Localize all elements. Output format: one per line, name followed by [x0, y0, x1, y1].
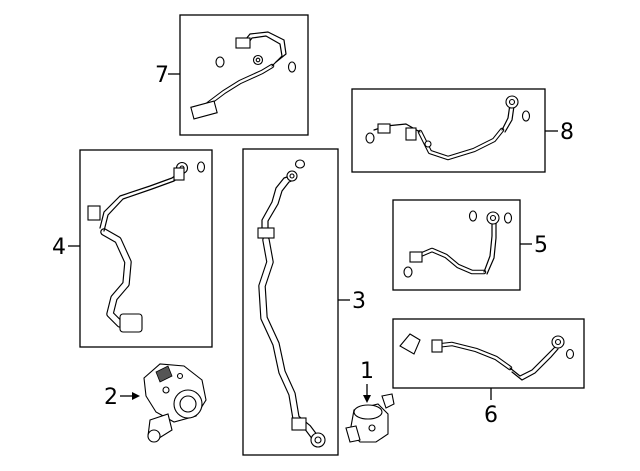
part-1-group: 1 — [345, 359, 395, 443]
part-4-group: 4 — [52, 149, 213, 348]
callout-8: 8 — [560, 120, 574, 145]
callout-2: 2 — [104, 385, 118, 410]
callout-1: 1 — [360, 359, 374, 384]
part-5-group: 5 — [392, 199, 548, 291]
part-1-pump-illustration — [345, 393, 395, 443]
part-2-arrowhead — [132, 392, 140, 400]
part-7-group: 7 — [155, 14, 309, 136]
callout-4: 4 — [52, 235, 66, 260]
part-4-box — [79, 149, 213, 348]
part-3-box — [242, 148, 339, 456]
callout-6: 6 — [484, 403, 498, 428]
part-6-hose-illustration — [399, 333, 575, 381]
part-2-group: 2 — [104, 363, 207, 443]
part-3-hose-illustration — [257, 159, 326, 448]
part-5-hose-illustration — [403, 210, 513, 278]
callout-3: 3 — [352, 289, 366, 314]
part-2-pump-illustration — [143, 363, 207, 443]
part-7-box — [179, 14, 309, 136]
part-1-arrowhead — [363, 395, 371, 403]
part-7-hose-illustration — [190, 31, 297, 120]
part-6-box — [392, 318, 585, 389]
part-8-hose-illustration — [365, 95, 531, 161]
part-4-hose-illustration — [87, 161, 206, 333]
part-3-group: 3 — [242, 148, 366, 456]
callout-5: 5 — [534, 233, 548, 258]
part-8-group: 8 — [351, 88, 574, 173]
part-5-box — [392, 199, 521, 291]
callout-7: 7 — [155, 63, 169, 88]
part-6-group: 6 — [392, 318, 585, 428]
